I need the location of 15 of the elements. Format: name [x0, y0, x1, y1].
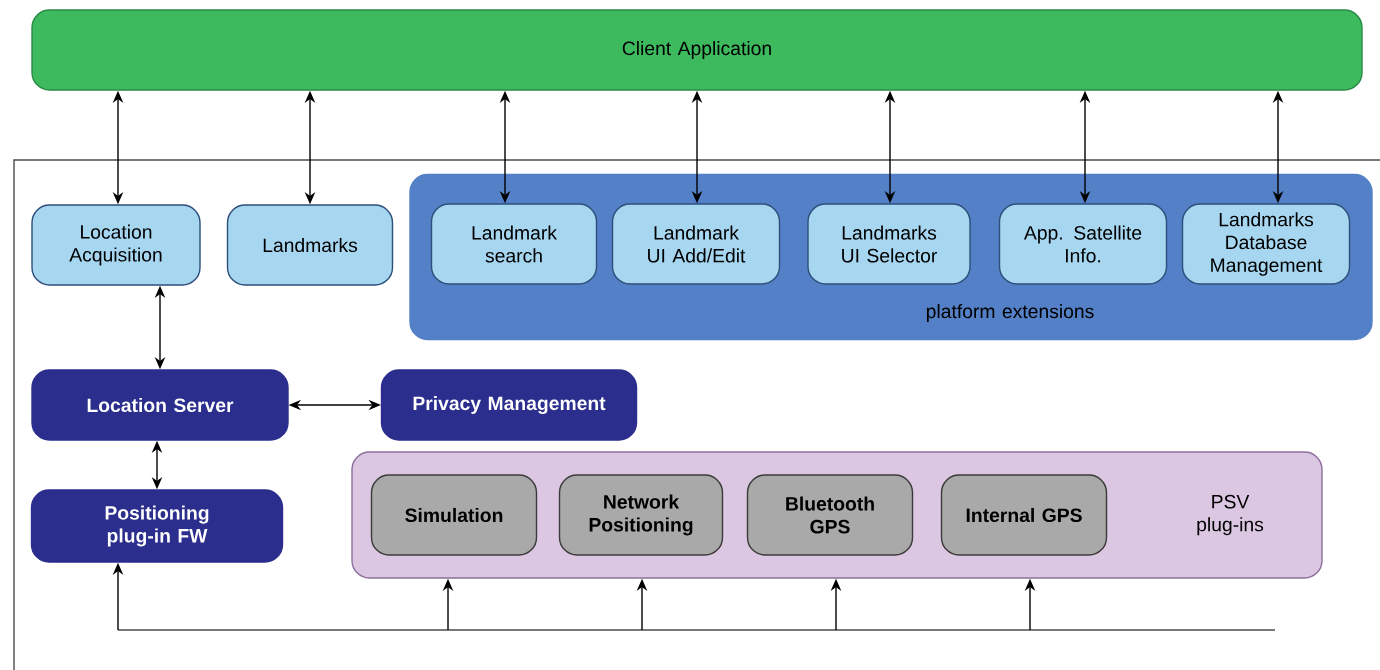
- server-box: Location Server: [31, 369, 289, 441]
- plugin-box: Bluetooth GPS: [746, 474, 914, 556]
- server-box: Positioning plug-in FW: [30, 489, 284, 563]
- plugin-box: Internal GPS: [940, 474, 1108, 556]
- server-box: Privacy Management: [380, 369, 638, 441]
- application-bar: Client Application: [31, 9, 1363, 91]
- module-box: Landmark UI Add/Edit: [611, 203, 781, 285]
- plugin-box: Network Positioning: [558, 474, 724, 556]
- module-box: Landmark search: [430, 203, 598, 285]
- module-box: Landmarks UI Selector: [807, 203, 971, 285]
- plugin-box: Simulation: [370, 474, 538, 556]
- module-box: Landmarks: [226, 204, 394, 286]
- module-box: App. Satellite Info.: [998, 203, 1168, 285]
- module-box: Location Acquisition: [31, 204, 201, 286]
- module-box: Landmarks Database Management: [1181, 203, 1351, 285]
